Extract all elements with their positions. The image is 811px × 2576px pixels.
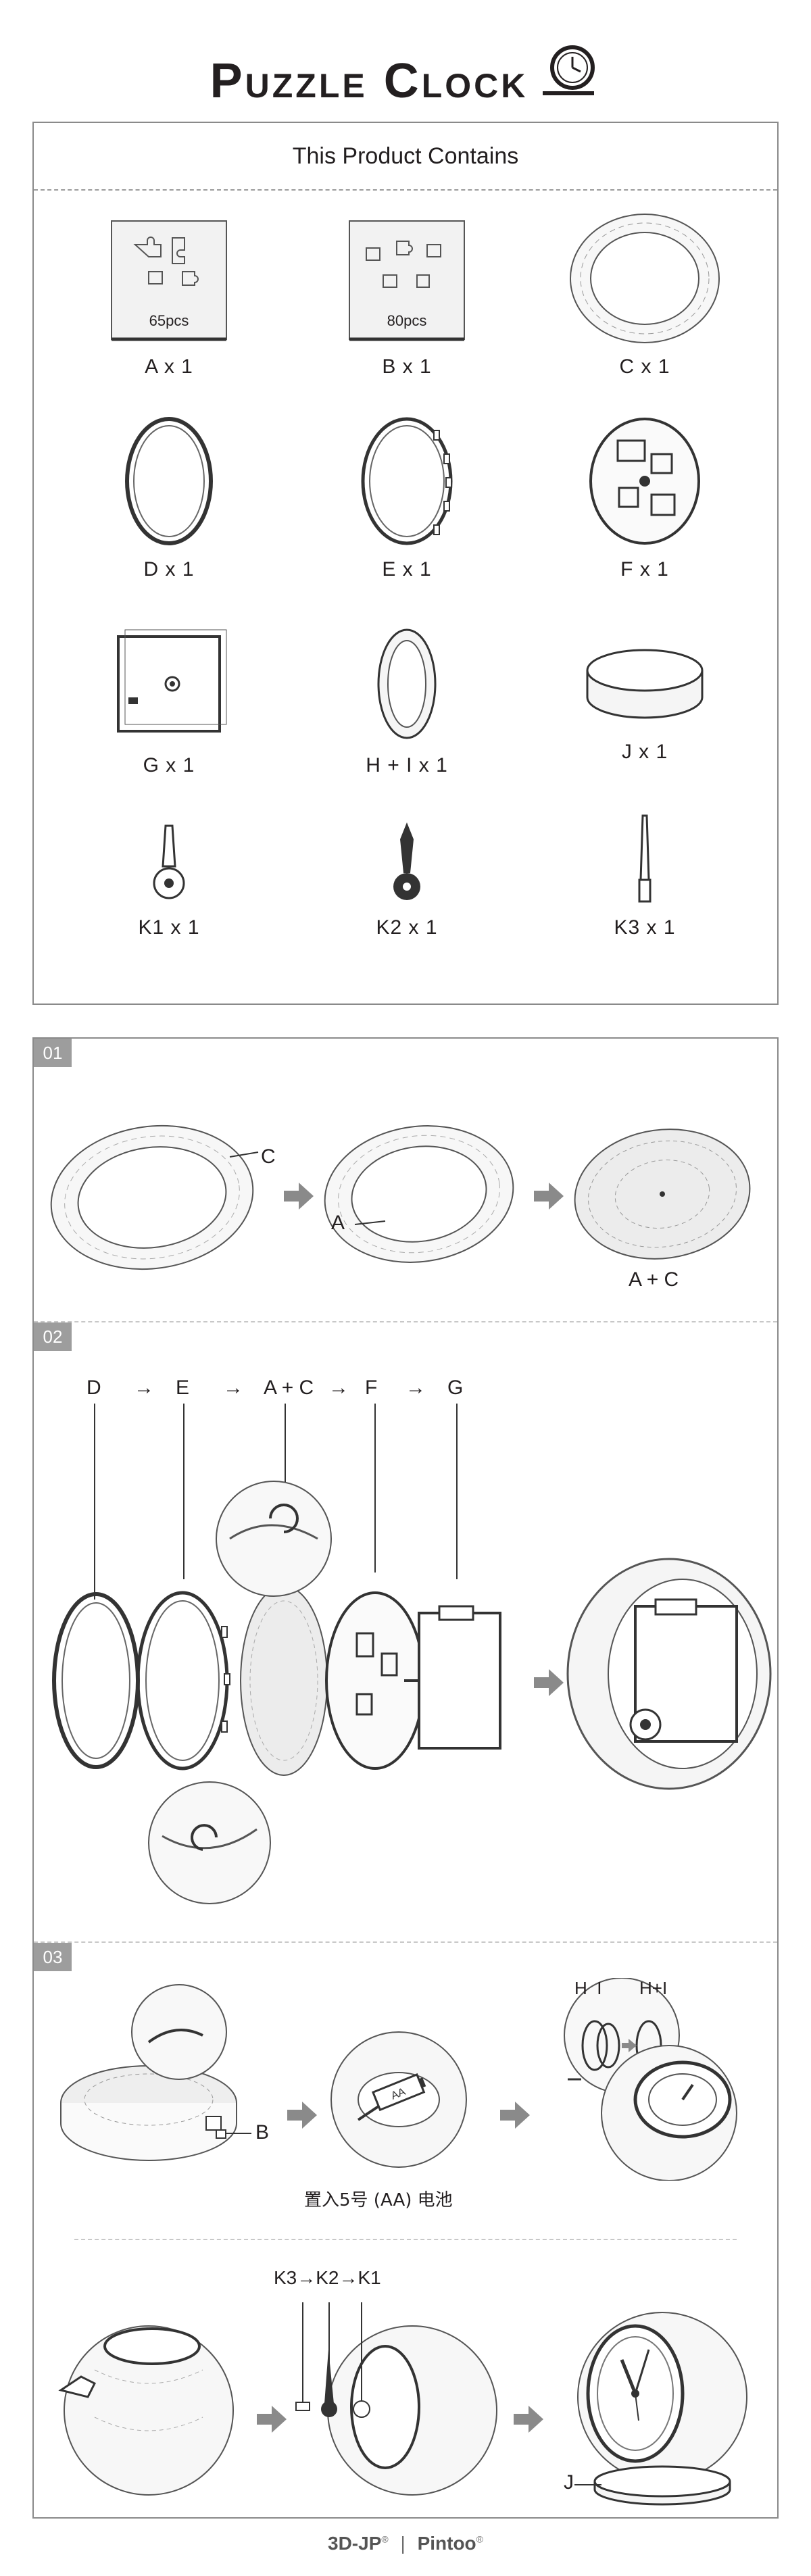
step-divider bbox=[34, 1321, 777, 1322]
stand-disc-icon bbox=[586, 649, 704, 719]
seq-arrow-2: → bbox=[223, 1377, 243, 1399]
item-j-label: J x 1 bbox=[621, 741, 668, 763]
step-1-label-a: A bbox=[331, 1212, 345, 1234]
brand-3d-jp: 3D-JP bbox=[328, 2533, 382, 2554]
item-h-i-label: H + I x 1 bbox=[366, 754, 448, 776]
seq-d: D bbox=[87, 1377, 101, 1399]
outer-ring-icon bbox=[125, 417, 213, 545]
item-k1-label: K1 x 1 bbox=[138, 916, 200, 939]
spacer-rings-icon bbox=[377, 628, 437, 739]
brand-pintoo: Pintoo bbox=[417, 2533, 476, 2554]
second-hand-icon bbox=[153, 824, 185, 899]
step-3-illustration-top: AA bbox=[60, 1978, 737, 2181]
item-f: F x 1 bbox=[530, 414, 760, 581]
seq-f: F bbox=[365, 1377, 378, 1399]
hour-hand-icon bbox=[393, 822, 420, 900]
step-2-sequence: D → E → A + C → F → G bbox=[34, 1377, 777, 1404]
puzzle-ring-icon bbox=[570, 214, 720, 343]
item-j: J x 1 bbox=[530, 637, 760, 764]
step-1-tag: 01 bbox=[34, 1039, 72, 1067]
step-3-label-hi: H I bbox=[574, 1978, 602, 1998]
item-c: C x 1 bbox=[530, 211, 760, 378]
battery-aa-text: AA bbox=[389, 2086, 407, 2102]
item-d: D x 1 bbox=[54, 414, 284, 581]
step-1-result-label: A + C bbox=[629, 1268, 679, 1291]
contents-heading: This Product Contains bbox=[34, 123, 777, 191]
item-e: E x 1 bbox=[292, 414, 522, 581]
item-e-label: E x 1 bbox=[382, 558, 432, 580]
puzzle-bag-icon: 80pcs bbox=[349, 220, 465, 341]
item-k3-label: K3 x 1 bbox=[614, 916, 676, 939]
item-b: 80pcs B x 1 bbox=[292, 218, 522, 378]
seq-e: E bbox=[176, 1377, 190, 1399]
bag-a-count: 65pcs bbox=[149, 312, 189, 329]
item-k1: K1 x 1 bbox=[54, 819, 284, 939]
clock-logo-icon bbox=[543, 45, 595, 95]
seq-arrow-3: → bbox=[328, 1377, 349, 1399]
steps-box: 01 C A A + C 02 D → E bbox=[32, 1037, 779, 2519]
step-1-label-c: C bbox=[261, 1145, 276, 1168]
step-3-label-j: J bbox=[564, 2471, 574, 2494]
step-3-tag: 03 bbox=[34, 1943, 72, 1971]
step-divider bbox=[74, 2239, 737, 2240]
seq-arrow-1: → bbox=[134, 1377, 154, 1399]
item-h-i: H + I x 1 bbox=[292, 623, 522, 777]
item-k3: K3 x 1 bbox=[530, 812, 760, 939]
step-3-label-hplus: H+I bbox=[639, 1978, 668, 1998]
puzzle-bag-icon: 65pcs bbox=[111, 220, 227, 341]
base-plate-icon bbox=[589, 418, 700, 545]
item-g-label: G x 1 bbox=[143, 754, 195, 776]
item-a: 65pcs A x 1 bbox=[54, 218, 284, 378]
seq-arrow-4: → bbox=[406, 1377, 426, 1399]
item-b-label: B x 1 bbox=[382, 355, 432, 378]
brand-3d-jp-reg: ® bbox=[381, 2533, 389, 2545]
page-title-text: Puzzle Clock bbox=[210, 54, 529, 108]
item-k2: K2 x 1 bbox=[292, 819, 522, 939]
item-d-label: D x 1 bbox=[143, 558, 195, 580]
clock-movement-icon bbox=[117, 629, 227, 733]
ring-a-drawing bbox=[324, 1125, 514, 1263]
step-1-illustration bbox=[50, 1124, 751, 1270]
page-title: Puzzle Clock bbox=[0, 42, 811, 109]
step-3-illustration-bottom bbox=[58, 2302, 747, 2506]
seq-g: G bbox=[447, 1377, 464, 1399]
brand-separator: | bbox=[400, 2533, 406, 2554]
item-c-label: C x 1 bbox=[619, 355, 670, 378]
ring-c-drawing bbox=[50, 1124, 254, 1270]
step-3-battery-note: 置入5号 (AA) 电池 bbox=[304, 2190, 453, 2210]
step-3-label-b: B bbox=[255, 2121, 270, 2144]
step-2-illustration bbox=[52, 1404, 772, 1904]
step-2-tag: 02 bbox=[34, 1322, 72, 1351]
item-a-label: A x 1 bbox=[145, 355, 193, 378]
minute-hand-icon bbox=[638, 814, 652, 903]
step-3-hands-sequence: K3→K2→K1 bbox=[274, 2267, 381, 2288]
step-divider bbox=[34, 1941, 777, 1943]
seq-a-c: A + C bbox=[264, 1377, 314, 1399]
contents-box: This Product Contains 65pcs A x 1 bbox=[32, 122, 779, 1005]
bag-b-count: 80pcs bbox=[387, 312, 427, 329]
item-k2-label: K2 x 1 bbox=[376, 916, 438, 939]
disc-a-c-drawing bbox=[574, 1129, 751, 1260]
item-f-label: F x 1 bbox=[620, 558, 669, 580]
footer-brand: 3D-JP® | Pintoo® bbox=[0, 2533, 811, 2554]
item-g: G x 1 bbox=[54, 623, 284, 777]
brand-pintoo-reg: ® bbox=[476, 2533, 483, 2545]
notched-ring-icon bbox=[361, 417, 453, 545]
